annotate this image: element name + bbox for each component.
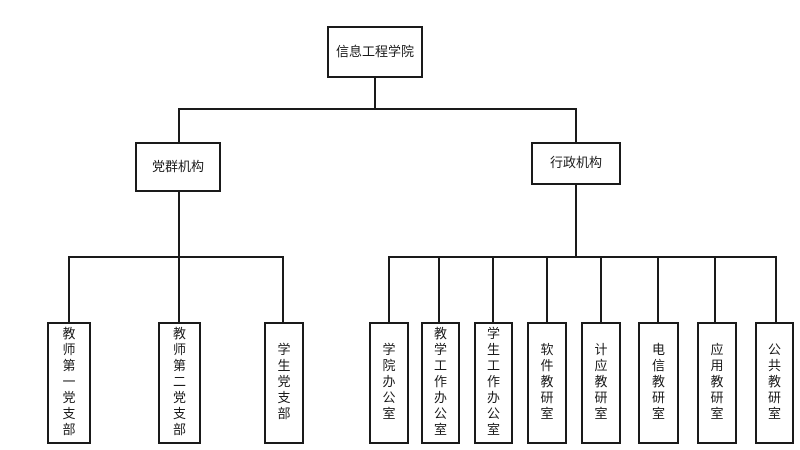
connector-party-down — [178, 190, 180, 258]
node-party-child-2: 教师第二党支部 — [158, 322, 201, 444]
node-admin-child-2-label: 教学工作办公室 — [433, 327, 447, 438]
node-admin-child-1: 学院办公室 — [369, 322, 409, 444]
connector-admin-child-8 — [775, 256, 777, 324]
node-admin-child-5: 计应教研室 — [581, 322, 621, 444]
node-root-label: 信息工程学院 — [335, 44, 414, 60]
node-party-child-2-label: 教师第二党支部 — [172, 327, 186, 438]
node-party-child-1-label: 教师第一党支部 — [62, 327, 76, 438]
connector-party-child-1 — [68, 256, 70, 324]
node-party-organizations: 党群机构 — [135, 142, 221, 192]
node-administrative-organizations: 行政机构 — [531, 142, 621, 185]
connector-admin-bar — [388, 256, 777, 258]
connector-admin-child-3 — [492, 256, 494, 324]
connector-level1-bar — [178, 108, 577, 110]
node-admin-child-5-label: 计应教研室 — [594, 343, 608, 422]
connector-admin-child-4 — [546, 256, 548, 324]
node-admin-child-3-label: 学生工作办公室 — [486, 327, 500, 438]
node-party-child-1: 教师第一党支部 — [47, 322, 91, 444]
node-admin-child-1-label: 学院办公室 — [382, 343, 396, 422]
node-admin-child-4: 软件教研室 — [527, 322, 567, 444]
node-party-child-3: 学生党支部 — [264, 322, 304, 444]
connector-to-party — [178, 108, 180, 143]
node-root: 信息工程学院 — [327, 26, 423, 78]
node-admin-child-2: 教学工作办公室 — [421, 322, 460, 444]
node-admin-child-6: 电信教研室 — [638, 322, 679, 444]
connector-admin-child-2 — [438, 256, 440, 324]
node-party-organizations-label: 党群机构 — [151, 159, 204, 175]
node-administrative-organizations-label: 行政机构 — [549, 156, 602, 171]
node-admin-child-7: 应用教研室 — [697, 322, 737, 444]
node-party-child-3-label: 学生党支部 — [277, 343, 291, 422]
connector-party-bar — [68, 256, 284, 258]
connector-admin-child-5 — [600, 256, 602, 324]
connector-to-admin — [575, 108, 577, 143]
node-admin-child-6-label: 电信教研室 — [651, 343, 665, 422]
connector-root-down — [374, 76, 376, 110]
connector-admin-child-1 — [388, 256, 390, 324]
connector-admin-down — [575, 183, 577, 258]
node-admin-child-8: 公共教研室 — [755, 322, 794, 444]
connector-party-child-3 — [282, 256, 284, 324]
node-admin-child-7-label: 应用教研室 — [710, 343, 724, 422]
connector-admin-child-6 — [657, 256, 659, 324]
node-admin-child-3: 学生工作办公室 — [474, 322, 513, 444]
node-admin-child-4-label: 软件教研室 — [540, 343, 554, 422]
connector-party-child-2 — [178, 256, 180, 324]
connector-admin-child-7 — [714, 256, 716, 324]
node-admin-child-8-label: 公共教研室 — [767, 343, 781, 422]
